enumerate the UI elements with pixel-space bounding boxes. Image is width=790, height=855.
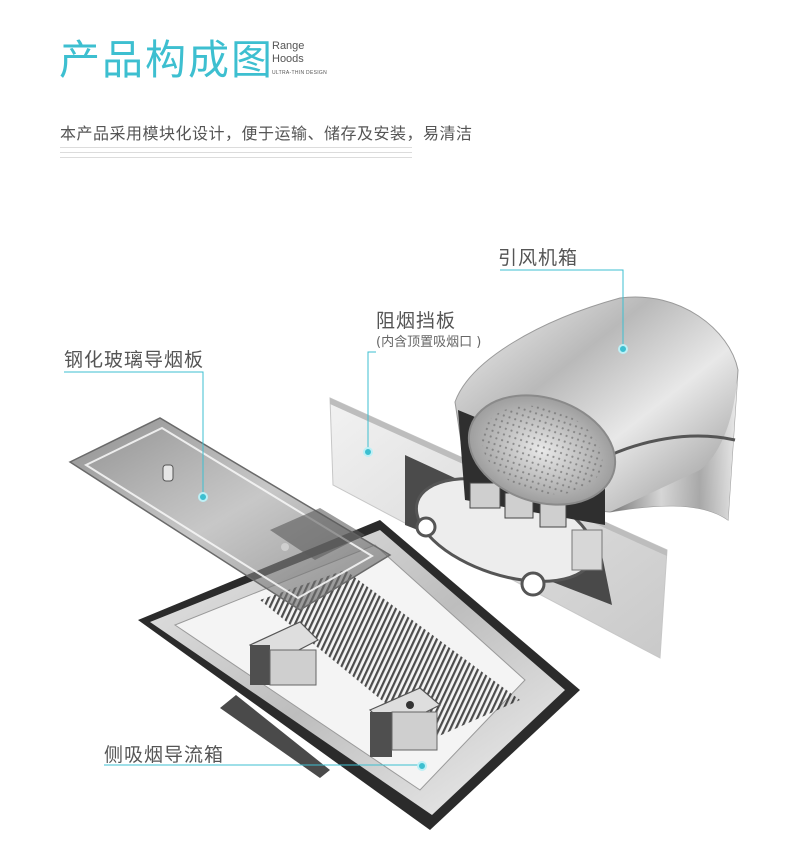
callout-dot-glass-panel <box>198 492 208 502</box>
page-title: 产品构成图 <box>59 36 274 84</box>
label-baffle: 阻烟挡板 <box>376 310 457 332</box>
callout-dot-side-box <box>417 761 427 771</box>
label-fan-box: 引风机箱 <box>498 247 579 269</box>
english-title-line1: Range <box>272 40 305 52</box>
glass-panel <box>68 417 392 611</box>
callout-lines <box>64 269 624 766</box>
mount-bracket <box>248 621 320 686</box>
english-tagline: ULTRA-THIN DESIGN <box>272 70 328 76</box>
page-subtitle: 本产品采用模块化设计，便于运输、储存及安装，易清洁 <box>60 124 473 143</box>
fan-box <box>454 296 739 571</box>
english-title-block: Range Hoods ULTRA-THIN DESIGN <box>272 40 327 78</box>
callout-dot-baffle <box>363 447 373 457</box>
side-suction-box <box>138 520 580 830</box>
callout-dot-fan-box <box>618 344 628 354</box>
mount-bracket <box>368 687 442 757</box>
english-title-line2: Hoods <box>272 53 304 65</box>
label-side-box: 侧吸烟导流箱 <box>104 744 225 766</box>
label-glass-panel: 钢化玻璃导烟板 <box>64 349 205 371</box>
label-baffle-note: (内含顶置吸烟口 ) <box>376 335 482 350</box>
fine-print-lines <box>60 147 412 162</box>
